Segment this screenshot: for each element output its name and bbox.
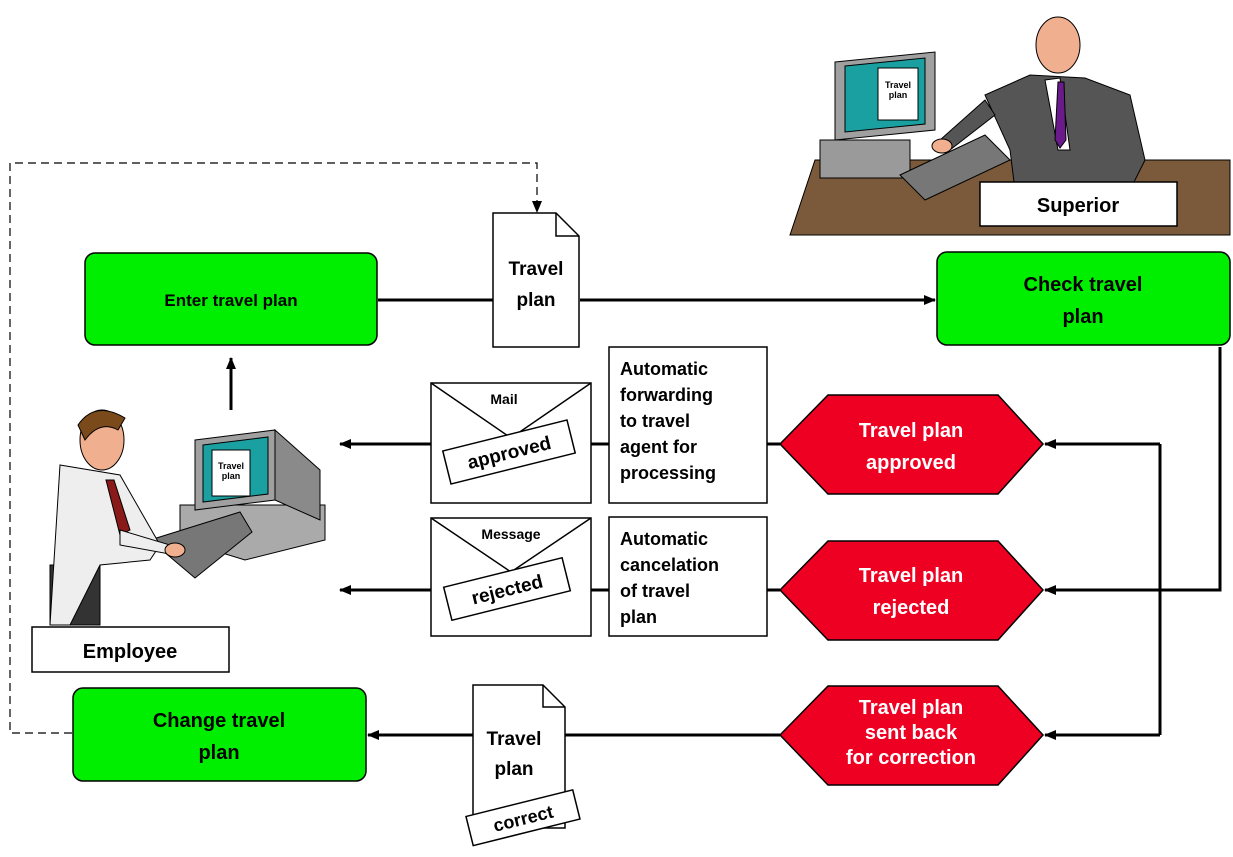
approved-event-line2: approved xyxy=(866,452,956,474)
mail-title: Mail xyxy=(490,391,517,407)
check-to-outcomes-connector xyxy=(1044,347,1222,595)
superior-screen-doc-line1: Travel xyxy=(885,80,911,90)
employee-label: Employee xyxy=(83,641,177,663)
approved-event-line1: Travel plan xyxy=(859,420,964,442)
cancelation-line1: Automatic xyxy=(620,529,708,549)
process-change-travel-plan: Change travel plan xyxy=(72,687,367,782)
superior-computer-icon: Travel plan xyxy=(819,51,936,179)
change-travel-plan-line1: Change travel xyxy=(153,710,285,732)
forwarding-line5: processing xyxy=(620,463,716,483)
process-check-travel-plan: Check travel plan xyxy=(936,251,1231,346)
event-travel-plan-approved: Travel plan approved xyxy=(778,394,1045,495)
dashed-loop-arrow-icon xyxy=(9,162,542,734)
employee-computer-icon: Travel plan xyxy=(179,428,326,561)
doc-bottom-line2: plan xyxy=(494,759,533,780)
employee-illustration: Travel plan Employee xyxy=(31,409,326,673)
superior-keyboard-icon xyxy=(899,134,1011,201)
employee-screen-doc-line2: plan xyxy=(222,471,241,481)
cancelation-line2: cancelation xyxy=(620,555,719,575)
change-travel-plan-line2: plan xyxy=(198,742,239,764)
envelope-message-rejected: Message rejected xyxy=(430,517,592,637)
superior-label: Superior xyxy=(1037,195,1119,217)
doc-top-line2: plan xyxy=(516,290,555,311)
doc-bottom-line1: Travel xyxy=(487,729,542,750)
event-travel-plan-sent-back: Travel plan sent back for correction xyxy=(778,685,1045,786)
employee-person-icon xyxy=(49,409,186,626)
sent-back-event-line1: Travel plan xyxy=(859,697,964,719)
rejected-event-line2: rejected xyxy=(873,597,950,619)
forwarding-line3: to travel xyxy=(620,411,690,431)
check-travel-plan-line2: plan xyxy=(1062,306,1103,328)
forwarding-line1: Automatic xyxy=(620,359,708,379)
employee-keyboard-icon xyxy=(148,511,253,579)
cancelation-line3: of travel xyxy=(620,581,690,601)
rejected-event-line1: Travel plan xyxy=(859,565,964,587)
sent-back-event-line3: for correction xyxy=(846,747,976,769)
superior-illustration: Travel plan Superior xyxy=(789,16,1231,236)
check-travel-plan-line1: Check travel xyxy=(1024,274,1143,296)
note-automatic-forwarding: Automatic forwarding to travel agent for… xyxy=(608,346,768,504)
document-travel-plan-bottom: Travel plan correct xyxy=(465,684,581,847)
note-automatic-cancelation: Automatic cancelation of travel plan xyxy=(608,516,768,637)
process-enter-travel-plan: Enter travel plan xyxy=(84,252,378,346)
employee-screen-doc-line1: Travel xyxy=(218,461,244,471)
sent-back-event-line2: sent back xyxy=(865,722,958,744)
enter-travel-plan-label: Enter travel plan xyxy=(164,291,297,310)
correct-stamp: correct xyxy=(465,788,581,847)
event-travel-plan-rejected: Travel plan rejected xyxy=(778,540,1045,641)
forwarding-line2: forwarding xyxy=(620,385,713,405)
superior-label-box xyxy=(979,181,1178,227)
message-title: Message xyxy=(481,526,540,542)
employee-label-box xyxy=(31,626,230,673)
superior-person-icon xyxy=(931,16,1146,191)
forwarding-line4: agent for xyxy=(620,437,697,457)
doc-top-line1: Travel xyxy=(509,259,564,280)
document-travel-plan-top: Travel plan xyxy=(492,212,580,348)
superior-screen-doc-line2: plan xyxy=(889,90,908,100)
cancelation-line4: plan xyxy=(620,607,657,627)
envelope-mail-approved: Mail approved xyxy=(430,382,592,504)
